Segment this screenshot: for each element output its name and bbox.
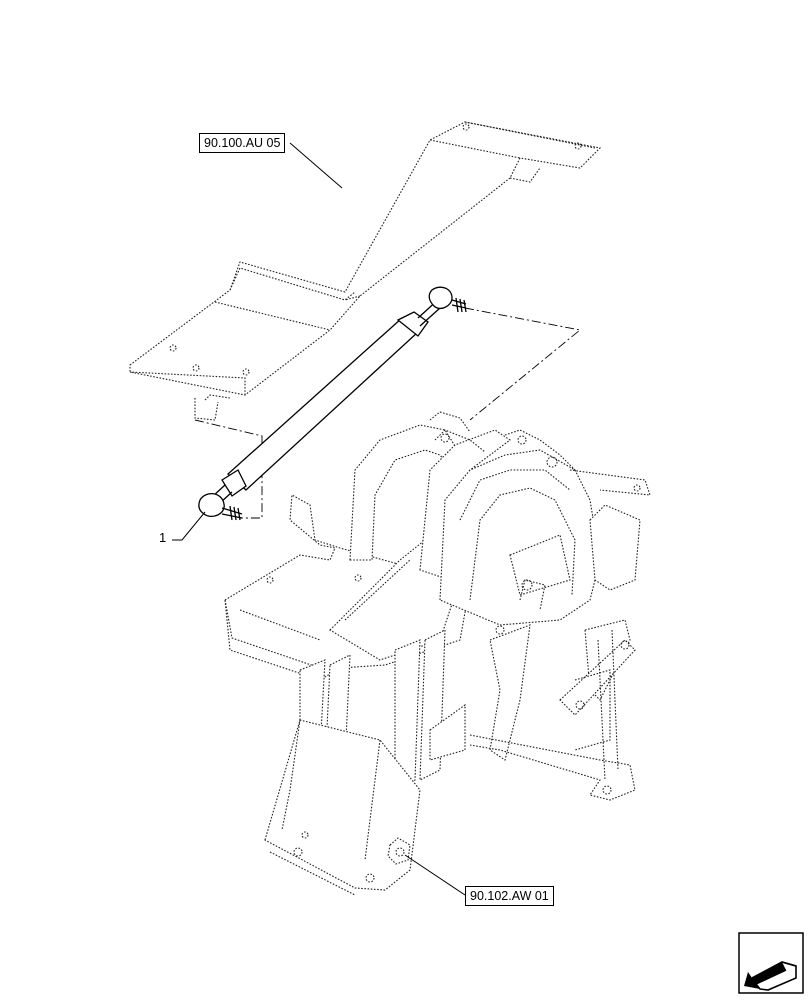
leader-lines: [172, 142, 466, 896]
cover-panel: [129, 121, 602, 421]
gas-strut: [198, 286, 467, 521]
assembly-lines: [194, 307, 582, 519]
item-number-label: 1: [159, 530, 167, 545]
callout-top-ref[interactable]: 90.100.AU 05: [199, 133, 286, 153]
callout-bottom-ref[interactable]: 90.102.AW 01: [465, 886, 554, 906]
view-direction-arrow-icon[interactable]: [738, 932, 804, 994]
frame-assembly: [224, 411, 651, 896]
mount-bracket: [387, 837, 411, 865]
